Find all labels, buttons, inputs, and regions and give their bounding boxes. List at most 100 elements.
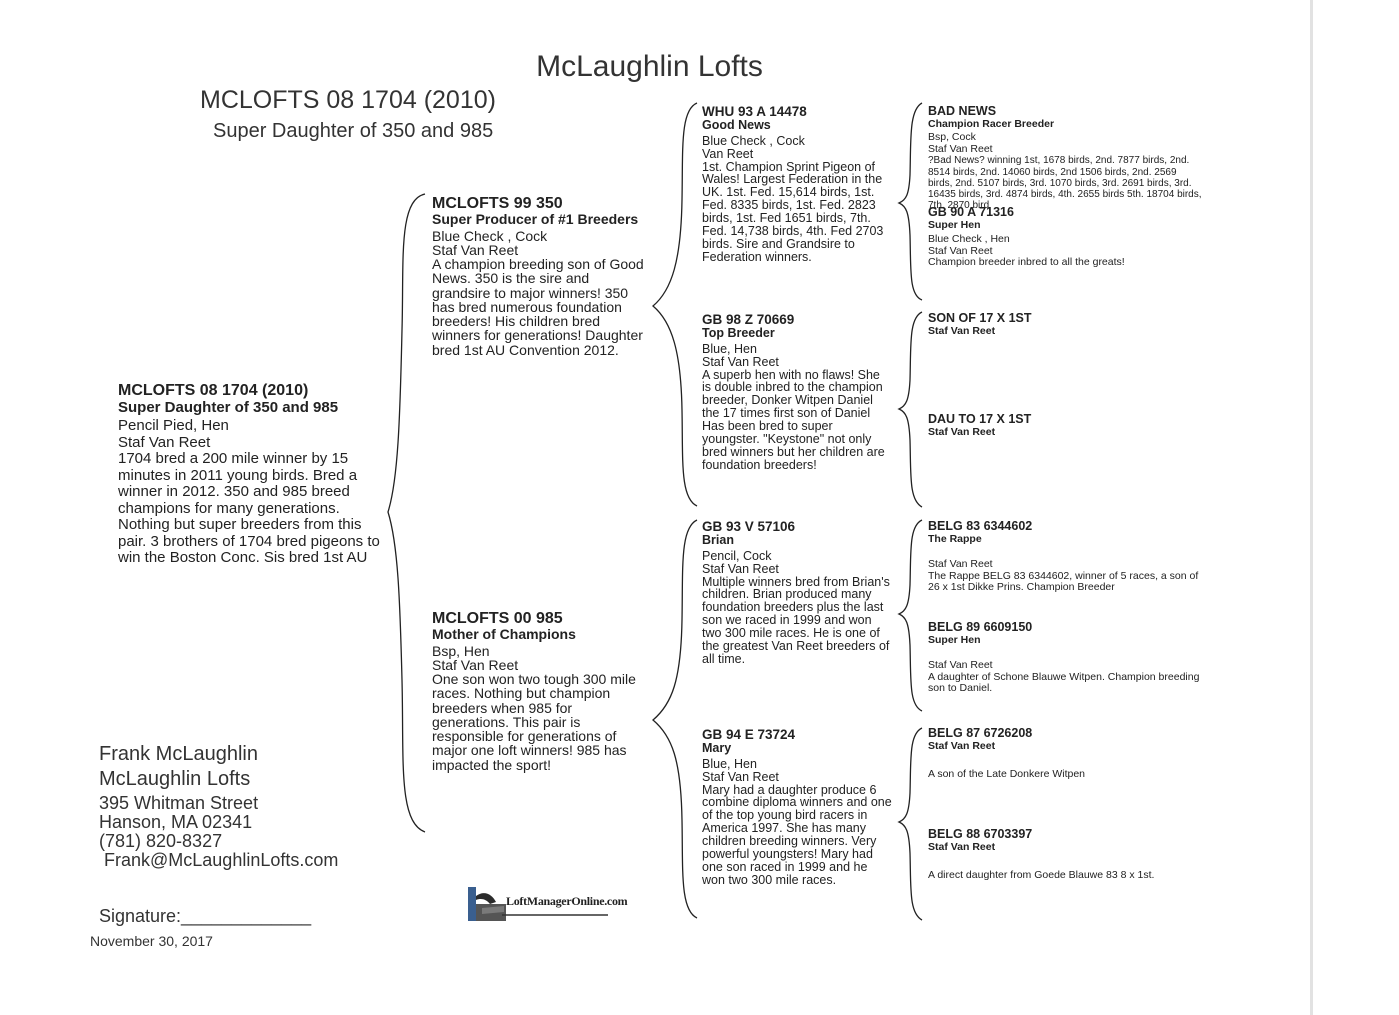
signature-line: Signature:_____________	[99, 906, 312, 926]
page-edge	[1310, 0, 1313, 1015]
bird-name: Top Breeder	[702, 325, 775, 340]
bird-color-sex: Blue Check , Cock	[702, 133, 805, 148]
bird-id: GB 94 E 73724	[702, 727, 796, 742]
bird-id: GB 98 Z 70669	[702, 312, 795, 327]
gen4-bird-super-hen-71316: GB 90 A 71316 Super Hen Blue Check , Hen…	[928, 205, 1203, 269]
pigeon-loft-icon	[468, 887, 608, 921]
bird-strain: Staf Van Reet	[432, 656, 519, 673]
bird-name: The Rappe	[928, 532, 982, 545]
gen4-bird-belg-87-6726208: BELG 87 6726208 Staf Van Reet A son of t…	[928, 726, 1203, 781]
bird-name: Champion Racer Breeder	[928, 117, 1055, 130]
bird-color-sex: Pencil Pied, Hen	[118, 417, 229, 435]
bird-id: BELG 88 6703397	[928, 827, 1033, 841]
bird-notes: The Rappe BELG 83 6344602, winner of 5 r…	[928, 569, 1199, 594]
bird-name: Mother of Champions	[432, 626, 576, 643]
bird-color-sex: Blue, Hen	[702, 756, 757, 771]
bird-color-sex: Blue Check , Cock	[432, 227, 548, 244]
bird-id: MCLOFTS 99 350	[432, 195, 563, 212]
bird-strain: Staf Van Reet	[928, 244, 993, 257]
bird-id: SON OF 17 X 1ST	[928, 311, 1032, 325]
gen3-bird-mary: GB 94 E 73724 Mary Blue, Hen Staf Van Re…	[702, 728, 892, 887]
contact-name: Frank McLaughlin	[99, 743, 258, 765]
contact-block: Frank McLaughlin McLaughlin Lofts 395 Wh…	[99, 742, 338, 870]
contact-loft: McLaughlin Lofts	[99, 768, 251, 790]
contact-city: Hanson, MA 02341	[99, 812, 253, 833]
bracket-top-breeder	[897, 311, 923, 508]
bird-color-sex: Bsp, Cock	[928, 131, 976, 144]
bird-id: MCLOFTS 00 985	[432, 610, 563, 627]
print-date: November 30, 2017	[90, 933, 213, 949]
bird-name: Staf Van Reet	[928, 425, 996, 438]
bird-id: DAU TO 17 X 1ST	[928, 412, 1032, 426]
bird-notes: 1st. Champion Sprint Pigeon of Wales! La…	[702, 159, 884, 264]
bird-strain: Staf Van Reet	[702, 561, 779, 576]
bird-id: BELG 89 6609150	[928, 620, 1033, 634]
bird-name: Staf Van Reet	[928, 324, 996, 337]
bird-notes: Champion breeder inbred to all the great…	[928, 256, 1125, 269]
bird-id: GB 90 A 71316	[928, 205, 1014, 219]
bird-id: MCLOFTS 08 1704 (2010)	[118, 382, 309, 399]
bracket-brian	[897, 519, 923, 712]
pedigree-subtitle: Super Daughter of 350 and 985	[213, 120, 494, 142]
bird-name: Good News	[702, 117, 771, 132]
loftmanager-logo: LoftManagerOnline.com	[466, 884, 628, 924]
bird-color-sex: Pencil, Cock	[702, 548, 772, 563]
bird-id: WHU 93 A 14478	[702, 104, 807, 119]
gen3-bird-brian: GB 93 V 57106 Brian Pencil, Cock Staf Va…	[702, 520, 892, 666]
bird-notes: Multiple winners bred from Brian's child…	[702, 574, 890, 666]
bird-notes: A superb hen with no flaws! She is doubl…	[702, 367, 885, 472]
bracket-good-news	[897, 102, 923, 301]
gen4-bird-belg-88-6703397: BELG 88 6703397 Staf Van Reet A direct d…	[928, 827, 1203, 882]
bird-strain: Staf Van Reet	[118, 433, 211, 451]
bird-id: BELG 83 6344602	[928, 519, 1033, 533]
subject-bird: MCLOFTS 08 1704 (2010) Super Daughter of…	[118, 382, 380, 567]
gen3-bird-good-news: WHU 93 A 14478 Good News Blue Check , Co…	[702, 105, 892, 264]
bird-notes: One son won two tough 300 mile races. No…	[432, 671, 636, 773]
bird-id: BELG 87 6726208	[928, 726, 1033, 740]
bird-name: Staf Van Reet	[928, 739, 996, 752]
dam-bird: MCLOFTS 00 985 Mother of Champions Bsp, …	[432, 610, 644, 773]
bracket-mary	[897, 727, 923, 921]
bracket-dam	[651, 519, 698, 919]
gen4-bird-dau-to-17x1st: DAU TO 17 X 1ST Staf Van Reet	[928, 412, 1203, 438]
bird-strain: Staf Van Reet	[432, 241, 519, 258]
bird-name: Staf Van Reet	[928, 840, 996, 853]
bird-name: Super Producer of #1 Breeders	[432, 211, 639, 228]
pedigree-title: MCLOFTS 08 1704 (2010)	[200, 86, 496, 114]
bracket-subject	[387, 193, 426, 833]
bird-color-sex: Blue, Hen	[702, 341, 757, 356]
sire-bird: MCLOFTS 99 350 Super Producer of #1 Bree…	[432, 195, 644, 358]
gen3-bird-top-breeder: GB 98 Z 70669 Top Breeder Blue, Hen Staf…	[702, 313, 892, 472]
bird-strain: Staf Van Reet	[702, 769, 779, 784]
bird-notes: A son of the Late Donkere Witpen	[928, 768, 1086, 781]
bird-notes: 1704 bred a 200 mile winner by 15 minute…	[118, 450, 380, 567]
bird-name: Super Daughter of 350 and 985	[118, 398, 339, 416]
gen4-bird-bad-news: BAD NEWS Champion Racer Breeder Bsp, Coc…	[928, 104, 1203, 212]
bird-notes: A champion breeding son of Good News. 35…	[432, 256, 644, 358]
contact-email: Frank@McLaughlinLofts.com	[104, 850, 339, 871]
logo-text: LoftManagerOnline.com	[506, 894, 628, 908]
bird-notes: A daughter of Schone Blauwe Witpen. Cham…	[928, 670, 1200, 695]
bird-name: Super Hen	[928, 633, 981, 646]
contact-street: 395 Whitman Street	[99, 793, 259, 813]
gen4-bird-son-of-17x1st: SON OF 17 X 1ST Staf Van Reet	[928, 311, 1203, 337]
bird-strain: Staf Van Reet	[702, 354, 779, 369]
bird-name: Mary	[702, 740, 732, 755]
bird-color-sex: Blue Check , Hen	[928, 233, 1010, 246]
bird-notes: ?Bad News? winning 1st, 1678 birds, 2nd.…	[928, 155, 1202, 212]
bird-strain: Van Reet	[702, 146, 754, 161]
bird-color-sex: Bsp, Hen	[432, 642, 490, 659]
bird-notes: A direct daughter from Goede Blauwe 83 8…	[928, 869, 1155, 882]
bird-name: Brian	[702, 532, 734, 547]
site-title: McLaughlin Lofts	[536, 50, 763, 83]
bird-id: GB 93 V 57106	[702, 519, 796, 534]
gen4-bird-super-hen-6609150: BELG 89 6609150 Super Hen Staf Van Reet …	[928, 620, 1203, 695]
bird-strain: Staf Van Reet	[928, 558, 993, 571]
contact-phone: (781) 820-8327	[99, 831, 223, 852]
bird-id: BAD NEWS	[928, 104, 997, 118]
gen4-bird-the-rappe: BELG 83 6344602 The Rappe Staf Van Reet …	[928, 519, 1203, 594]
bird-name: Super Hen	[928, 218, 981, 231]
bracket-sire	[651, 102, 698, 507]
bird-strain: Staf Van Reet	[928, 659, 993, 672]
